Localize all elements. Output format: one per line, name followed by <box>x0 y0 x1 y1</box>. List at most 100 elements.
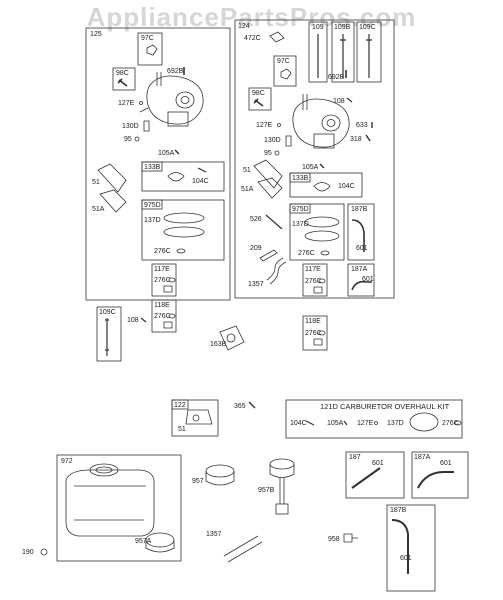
bowl-ring-icon <box>163 212 205 224</box>
label-1357-a: 1357 <box>248 281 264 288</box>
label-692b-b: 692B <box>328 74 345 81</box>
box-972 <box>56 454 182 562</box>
label-108-a: 108 <box>127 317 139 324</box>
label-601-d: 601 <box>440 460 452 467</box>
nut-icon <box>313 338 323 346</box>
part-472c-icon <box>269 31 285 43</box>
label-957: 957 <box>192 478 204 485</box>
choke-shaft-icon <box>146 44 158 56</box>
box-109-right <box>308 21 328 83</box>
label-105a-a: 105A <box>158 150 175 157</box>
box-187a-right-label: 187A <box>351 266 368 273</box>
box-133b-left-label: 133B <box>144 164 161 171</box>
float-icon <box>313 182 331 192</box>
hose-icon <box>266 257 287 285</box>
box-975d-right <box>289 203 345 261</box>
box-97c-right <box>273 55 297 87</box>
label-1357-b: 1357 <box>206 531 222 538</box>
kit-title: 121D CARBURETOR OVERHAUL KIT <box>320 402 450 411</box>
box-109c-right <box>356 21 382 83</box>
primer-icon <box>105 318 109 356</box>
box-187-label: 187 <box>349 454 361 461</box>
label-95-b: 95 <box>264 150 272 157</box>
fuel-line-icon <box>417 471 454 489</box>
link-rod-icon <box>265 214 283 230</box>
label-104c-b: 104C <box>338 183 355 190</box>
box-133b-right-label: 133B <box>292 175 309 182</box>
choke-shaft-icon <box>280 68 292 80</box>
fuel-line-icon <box>391 519 409 574</box>
washer-icon <box>320 250 330 256</box>
label-137d-b: 137D <box>292 221 309 228</box>
o-ring-icon <box>409 412 439 432</box>
label-276c-b: 276C <box>154 277 171 284</box>
box-109b-right-label: 109B <box>334 24 351 31</box>
box-187b-right-label: 187B <box>351 206 368 213</box>
label-137d-a: 137D <box>144 217 161 224</box>
label-130d-a: 130D <box>122 123 139 130</box>
washer-icon <box>318 278 326 284</box>
box-975d-left <box>141 199 225 261</box>
label-276c-e: 276C <box>305 278 322 285</box>
fuel-cap-957b <box>269 458 295 515</box>
box-187b <box>386 504 436 592</box>
part-108-icon <box>140 317 147 323</box>
box-97c-right-label: 97C <box>277 58 290 65</box>
screw-icon <box>117 78 128 87</box>
box-187b-label: 187B <box>390 507 407 514</box>
box-117e-right <box>302 263 328 297</box>
screw-icon <box>253 98 264 107</box>
fuel-line-icon <box>351 219 365 252</box>
label-276c-kit: 276C <box>442 420 459 427</box>
part-127e-icon <box>277 123 281 127</box>
label-318: 318 <box>350 136 362 143</box>
label-601-c: 601 <box>372 460 384 467</box>
label-104c-a: 104C <box>192 178 209 185</box>
box-975d-left-label: 975D <box>144 202 161 209</box>
gasket-163b-icon <box>219 325 245 351</box>
box-187b-right <box>347 203 375 261</box>
rod-icon <box>340 34 346 78</box>
label-51-c: 51 <box>178 426 186 433</box>
washer-icon <box>168 313 176 319</box>
box-133b-left-tag <box>141 161 163 172</box>
part-105a-icon <box>174 149 180 155</box>
label-127e-kit: 127E <box>357 420 374 427</box>
part-95-icon <box>134 136 140 142</box>
box-97c-left <box>137 32 163 66</box>
label-105a-b: 105A <box>302 164 319 171</box>
box-118e-right <box>302 315 328 351</box>
box-118e-left-label: 118E <box>154 302 170 309</box>
box-972-label: 972 <box>61 458 73 465</box>
watermark: AppliancePartsPros.com <box>86 2 417 32</box>
carburetor-right <box>292 94 350 149</box>
box-109c-left <box>96 306 122 362</box>
label-190: 190 <box>22 549 34 556</box>
bowl-ring-icon <box>304 216 340 228</box>
label-958: 958 <box>328 536 340 543</box>
label-472c: 472C <box>244 35 261 42</box>
pin-icon <box>197 167 207 173</box>
label-601-b: 601 <box>362 276 374 283</box>
box-122-tag <box>171 399 189 410</box>
box-187 <box>345 451 405 499</box>
fuel-line-icon <box>351 280 372 291</box>
label-365: 365 <box>234 403 246 410</box>
label-127e-b: 127E <box>256 122 273 129</box>
valve-958-icon <box>343 533 358 543</box>
label-104c-kit: 104C <box>290 420 307 427</box>
label-51a-b: 51A <box>241 186 254 193</box>
label-127e-a: 127E <box>118 100 135 107</box>
label-130d-b: 130D <box>264 137 281 144</box>
box-117e-left <box>151 263 177 297</box>
box-97c-left-label: 97C <box>141 35 154 42</box>
label-163b: 163B <box>210 341 227 348</box>
gasket-51a-icon <box>99 189 127 213</box>
carburetor-left <box>139 72 204 127</box>
washer-icon <box>318 330 326 336</box>
float-icon <box>167 172 185 182</box>
part-130d-icon <box>285 135 292 147</box>
part-190-icon <box>40 548 48 556</box>
pin-icon <box>305 420 315 426</box>
